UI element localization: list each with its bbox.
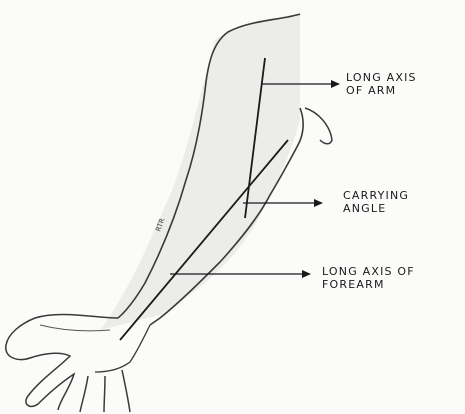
label-carrying-angle: CARRYING ANGLE [343,189,409,215]
label-long-axis-of-arm-line1: LONG AXIS [346,71,417,84]
wrist-crease [40,325,110,331]
label-carrying-angle-line2: ANGLE [343,202,409,215]
hand-palm-line [95,325,150,372]
label-long-axis-of-arm-line2: OF ARM [346,84,417,97]
label-long-axis-of-forearm-line2: FOREARM [322,278,415,291]
elbow-contour [305,108,332,144]
label-long-axis-of-forearm-line1: LONG AXIS OF [322,265,415,278]
label-carrying-angle-line1: CARRYING [343,189,409,202]
label-long-axis-of-forearm: LONG AXIS OF FOREARM [322,265,415,291]
label-long-axis-of-arm: LONG AXIS OF ARM [346,71,417,97]
hand-outline [6,314,130,412]
